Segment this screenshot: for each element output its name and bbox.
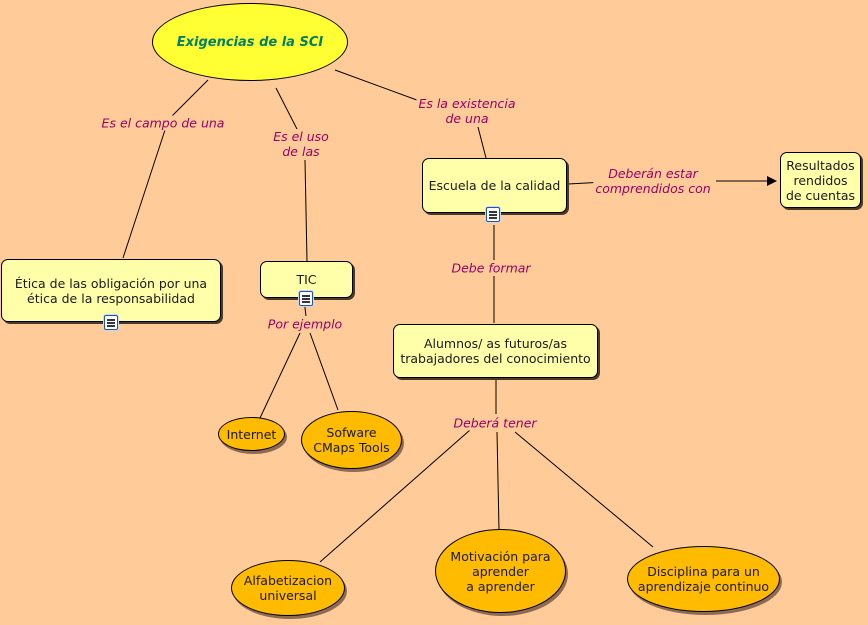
link-label-deberan: Deberán estar comprendidos con [593, 166, 713, 196]
concept-alumnos[interactable]: Alumnos/ as futuros/as trabajadores del … [393, 324, 598, 378]
concept-escuela[interactable]: Escuela de la calidad [422, 158, 567, 213]
concept-resultados[interactable]: Resultados rendidos de cuentas [780, 152, 861, 208]
link-label-uso: Es el uso de las [271, 129, 331, 159]
concept-internet[interactable]: Internet [218, 417, 285, 451]
concept-etica[interactable]: Ética de las obligación por una ética de… [1, 259, 221, 322]
concept-alfabetizacion[interactable]: Alfabetizacion universal [231, 560, 345, 616]
link-label-debe-formar: Debe formar [449, 260, 533, 276]
document-icon[interactable] [299, 291, 313, 306]
concept-disciplina[interactable]: Disciplina para un aprendizaje continuo [627, 546, 780, 612]
concept-cmaps[interactable]: Sofware CMaps Tools [301, 411, 402, 469]
link-label-por-ejemplo: Por ejemplo [265, 316, 345, 332]
document-icon[interactable] [486, 207, 500, 222]
link-label-campo: Es el campo de una [99, 115, 227, 131]
link-label-debera-tener: Deberá tener [451, 415, 539, 431]
root-concept[interactable]: Exigencias de la SCI [152, 3, 348, 81]
concept-motivacion[interactable]: Motivación para aprender a aprender [435, 529, 566, 613]
link-label-existencia: Es la existencia de una [416, 96, 518, 126]
document-icon[interactable] [104, 315, 118, 330]
